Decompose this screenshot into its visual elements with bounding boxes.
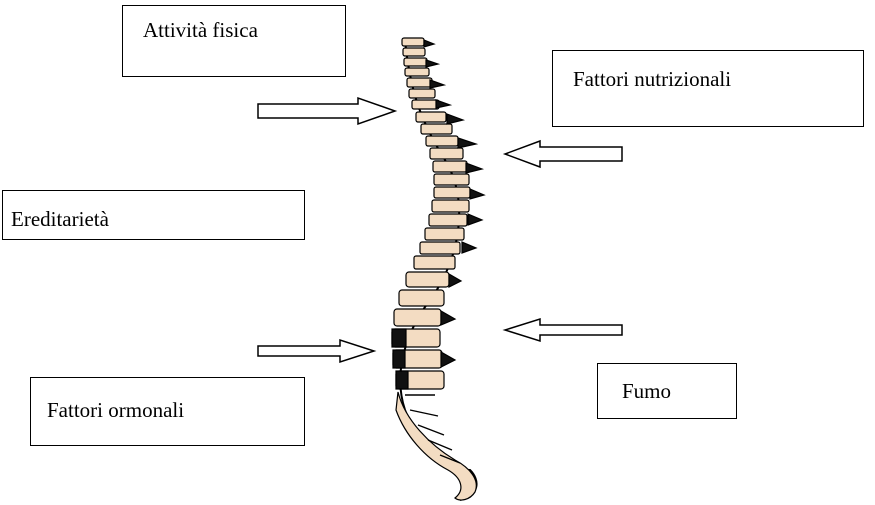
arrow-fattori-ormonali: [258, 340, 374, 362]
arrow-attivita-fisica: [258, 98, 395, 124]
arrow-fumo: [505, 319, 622, 341]
spine-icon: [392, 38, 484, 500]
arrow-fattori-nutrizionali: [505, 141, 622, 167]
